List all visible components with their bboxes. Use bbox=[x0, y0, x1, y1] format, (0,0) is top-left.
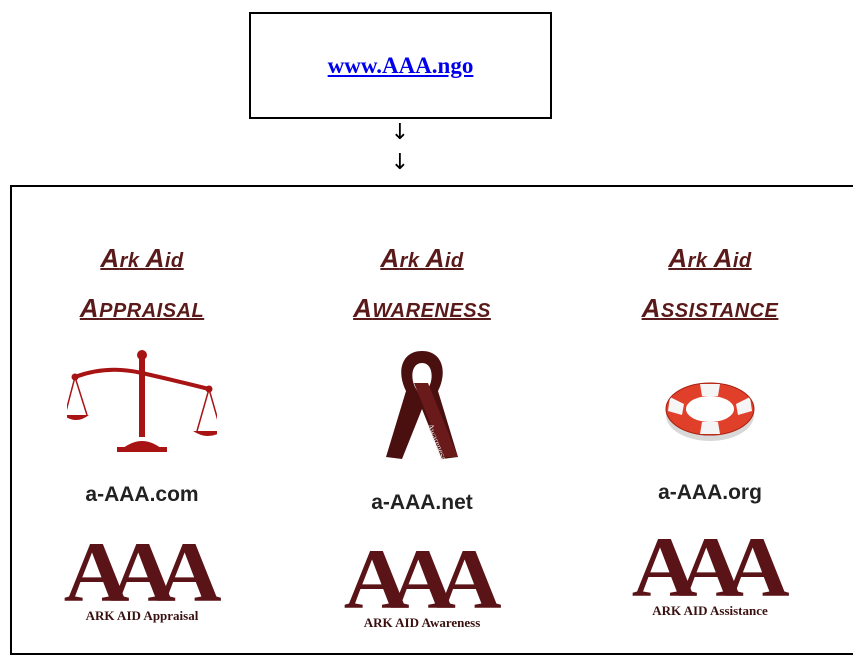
assistance-logo: AAA ARK AID Assistance bbox=[580, 519, 840, 619]
awareness-logo-caption: ARK AID Awareness bbox=[363, 615, 481, 630]
assistance-domain: a-AAA.org bbox=[658, 481, 762, 504]
aaa-logo-letters: AAA bbox=[343, 531, 502, 627]
appraisal-logo: AAA ARK AID Appraisal bbox=[12, 524, 272, 624]
appraisal-title-line1: Ark Aid bbox=[100, 243, 184, 273]
awareness-title-line2: AWARENESS bbox=[353, 293, 491, 323]
organizations-panel: Ark Aid APPRAISAL bbox=[10, 185, 853, 655]
life-ring-icon bbox=[580, 359, 840, 449]
awareness-ribbon-icon: Awareness bbox=[292, 347, 552, 467]
scales-of-justice-icon bbox=[12, 347, 272, 452]
awareness-domain: a-AAA.net bbox=[371, 491, 473, 514]
assistance-column: Ark Aid ASSISTANCE a-AAA.org AAA ARK AID… bbox=[580, 187, 840, 653]
appraisal-logo-caption: ARK AID Appraisal bbox=[85, 608, 199, 623]
appraisal-domain: a-AAA.com bbox=[85, 483, 199, 506]
awareness-column: Ark Aid AWARENESS Awareness a-AAA.net AA… bbox=[292, 187, 552, 653]
aaa-logo-letters: AAA bbox=[631, 519, 790, 615]
assistance-title-line2: ASSISTANCE bbox=[641, 293, 779, 323]
awareness-logo: AAA ARK AID Awareness bbox=[292, 531, 552, 631]
website-box: www.AAA.ngo bbox=[249, 12, 552, 119]
awareness-title-line1: Ark Aid bbox=[380, 243, 464, 273]
down-arrow-icon: ↓ bbox=[390, 120, 410, 145]
website-link[interactable]: www.AAA.ngo bbox=[327, 52, 474, 78]
appraisal-title-line2: APPRAISAL bbox=[79, 293, 205, 323]
assistance-logo-caption: ARK AID Assistance bbox=[652, 603, 768, 618]
assistance-title-line1: Ark Aid bbox=[668, 243, 752, 273]
down-arrow-icon: ↓ bbox=[390, 150, 410, 175]
aaa-logo-letters: AAA bbox=[63, 524, 222, 620]
appraisal-column: Ark Aid APPRAISAL bbox=[12, 187, 272, 653]
